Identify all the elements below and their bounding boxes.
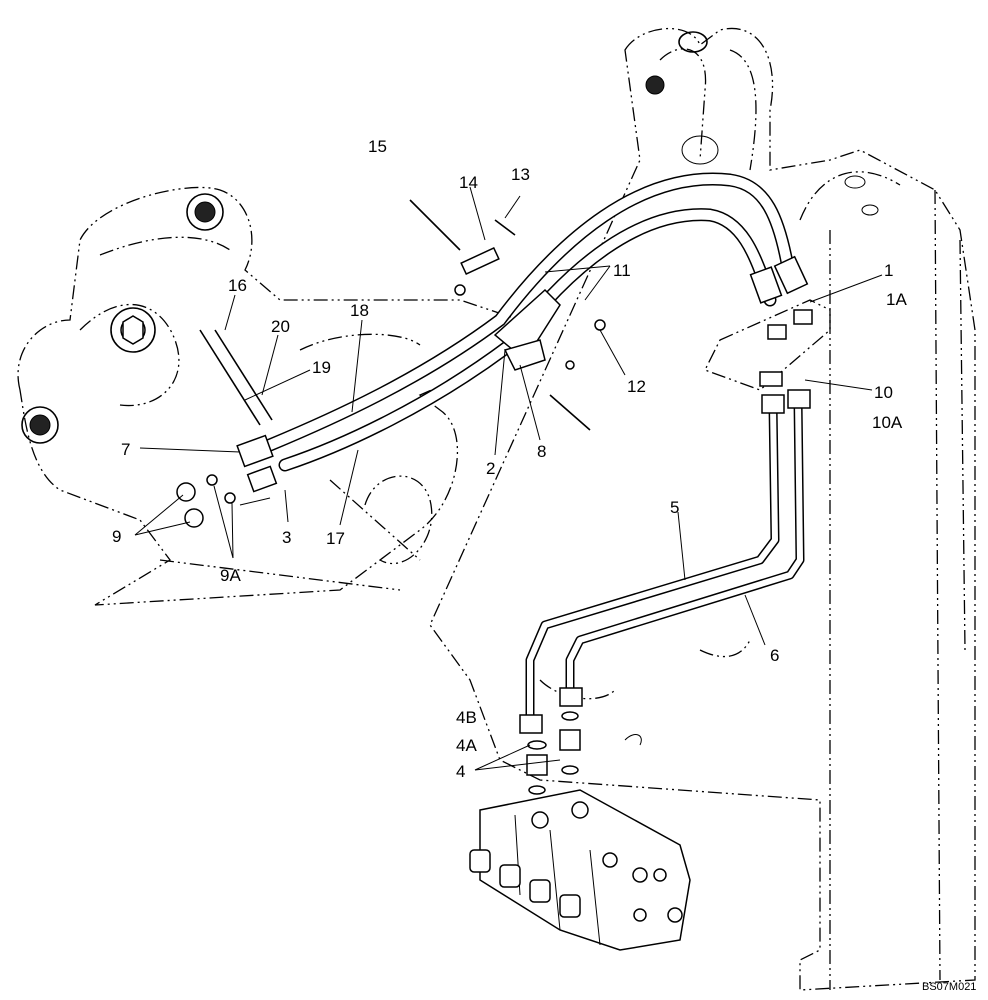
callout-9a: 9A [220,566,241,585]
callout-15: 15 [368,137,387,156]
boom-pivot-bosses [21,31,879,444]
callout-leader-lines [134,186,883,771]
callout-6: 6 [770,646,779,665]
valve-adapter-fittings [526,711,642,795]
hose-end-fittings [749,255,813,340]
callout-17: 17 [326,529,345,548]
callout-4: 4 [456,762,465,781]
loader-arm-phantom-outline [17,27,976,991]
control-valve-bank [469,789,691,951]
callout-3: 3 [282,528,291,547]
hose-clamp-bracket [409,199,606,431]
callout-4b: 4B [456,708,477,727]
callout-7: 7 [121,440,130,459]
callout-2: 2 [486,459,495,478]
callout-10: 10 [874,383,893,402]
callout-18: 18 [350,301,369,320]
callout-4a: 4A [456,736,477,755]
callout-12: 12 [627,377,646,396]
callout-8: 8 [537,442,546,461]
cylinder-end-fittings [176,329,278,528]
hydraulic-hoses [263,172,797,472]
callout-11: 11 [613,261,631,280]
drawing-code: BS07M021 [922,981,976,993]
callout-1a: 1A [886,290,907,309]
callout-10a: 10A [872,413,903,432]
callout-5: 5 [670,498,679,517]
callout-13: 13 [511,165,530,184]
callout-19: 19 [312,358,331,377]
callout-1: 1 [884,261,893,280]
callout-9: 9 [112,527,121,546]
steel-tubes [519,371,811,734]
callout-14: 14 [459,173,478,192]
callout-labels: 15 14 13 11 1 1A 16 20 18 19 12 10 10A 7… [112,137,976,993]
callout-16: 16 [228,276,247,295]
callout-20: 20 [271,317,290,336]
